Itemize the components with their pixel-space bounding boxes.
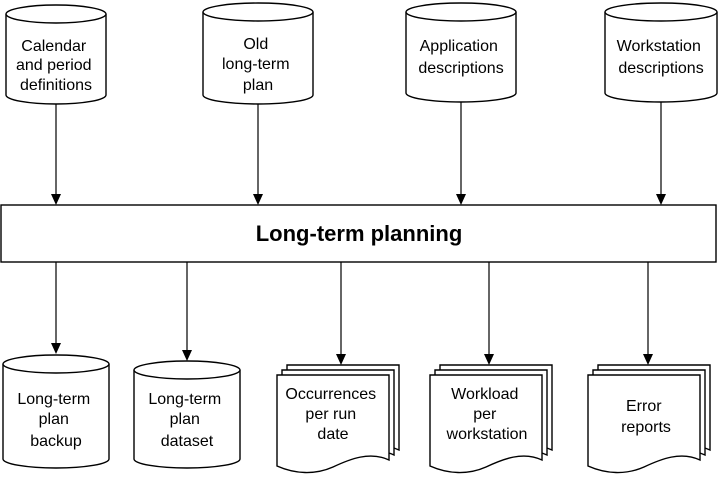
output-workload-label: Workload per workstation xyxy=(446,386,528,443)
arrow-planning-to-errors xyxy=(643,262,653,365)
output-errors-report: Error reports xyxy=(587,364,711,474)
arrow-workstations-to-planning xyxy=(656,102,666,205)
process-title: Long-term planning xyxy=(256,221,463,246)
output-plan-dataset-cylinder: Long-term plan dataset xyxy=(133,360,241,469)
input-applications-cylinder: Application descriptions xyxy=(405,2,517,103)
arrow-planning-to-dataset xyxy=(182,262,192,361)
arrow-planning-to-occurrences xyxy=(336,262,346,365)
output-workload-report: Workload per workstation xyxy=(429,364,553,474)
output-occurrences-label: Occurrences per run date xyxy=(285,386,380,443)
output-plan-backup-label: Long-term plan backup xyxy=(17,391,94,450)
input-old-plan-cylinder: Old long-term plan xyxy=(202,2,314,105)
input-workstations-cylinder: Workstation descriptions xyxy=(604,2,718,103)
arrow-applications-to-planning xyxy=(456,102,466,205)
arrow-planning-to-backup xyxy=(51,262,61,354)
input-calendar-label: Calendar and period definitions xyxy=(16,38,96,94)
input-workstations-label: Workstation descriptions xyxy=(617,38,706,77)
arrow-old-plan-to-planning xyxy=(253,104,263,205)
input-old-plan-label: Old long-term plan xyxy=(222,36,294,94)
output-occurrences-report: Occurrences per run date xyxy=(276,364,400,474)
arrow-planning-to-workload xyxy=(484,262,494,365)
arrow-calendar-to-planning xyxy=(51,104,61,205)
output-errors-label: Error reports xyxy=(621,398,671,436)
input-arrows xyxy=(51,102,666,205)
input-applications-label: Application descriptions xyxy=(418,38,503,77)
input-calendar-cylinder: Calendar and period definitions xyxy=(5,4,107,105)
output-plan-dataset-label: Long-term plan dataset xyxy=(148,391,225,450)
process-box: Long-term planning xyxy=(0,204,717,263)
output-plan-backup-cylinder: Long-term plan backup xyxy=(2,354,110,469)
output-arrows xyxy=(51,262,653,365)
